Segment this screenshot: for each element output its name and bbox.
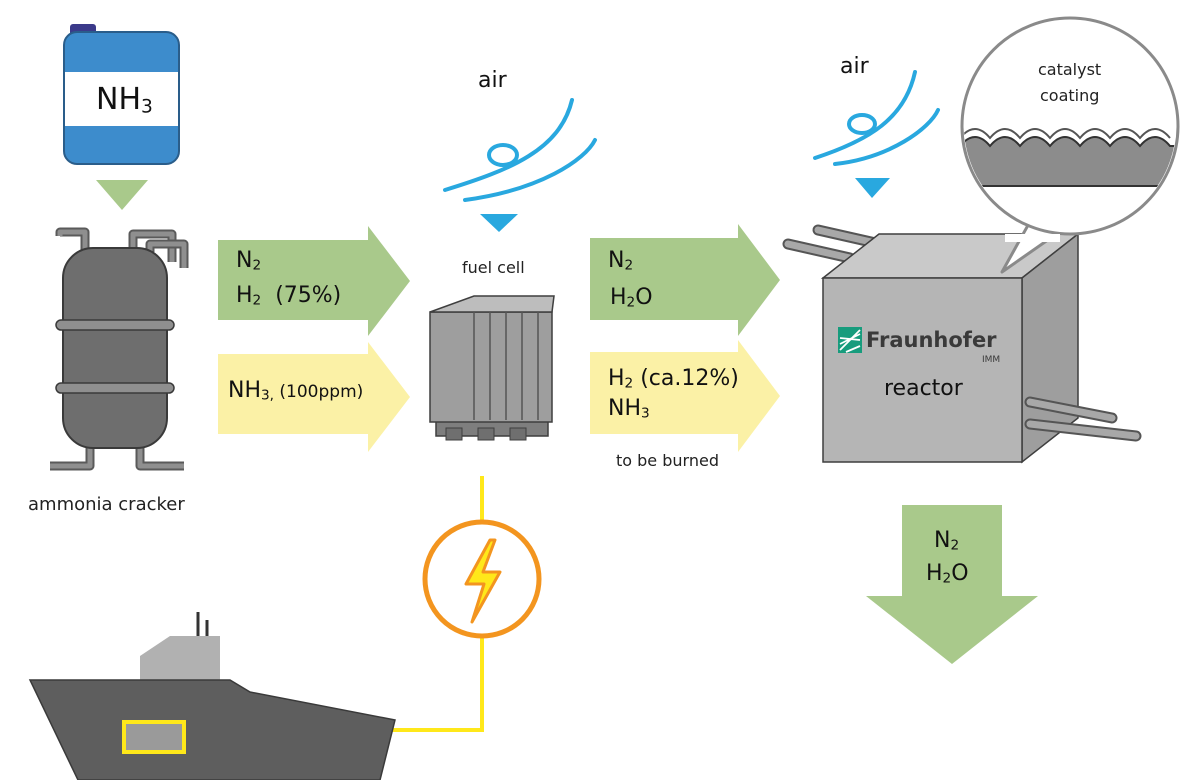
output-arrow [866,505,1038,664]
flow2-yellow-line1-main: H [608,366,625,391]
output-line2-rest: O [951,561,969,586]
reactor-box [782,224,1142,464]
output-line2-main: H [926,561,943,586]
catalyst-label-line1: catalyst [1038,60,1102,79]
flow2-green-line2-sub: 2 [626,294,636,311]
flow2-yellow-line1-sub: 2 [624,375,634,392]
flow1-green-arrow [218,226,410,336]
flow2-yellow-line2: NH3 [608,398,650,421]
flow2-green-line1-main: N [608,248,625,273]
flow1-green-line1: N2 [236,250,261,273]
flow1-yellow-arrow [218,342,410,452]
air-right-label: air [840,54,869,79]
flow1-yellow-sub: 3, [261,387,274,404]
flow2-yellow-line1-rest: (ca.12%) [633,366,739,391]
fuel-cell-label: fuel cell [462,258,525,277]
reactor-brand-sub: IMM [982,355,1001,365]
flow2-yellow-arrow [590,340,780,452]
flow2-green-line1: N2 [608,250,633,273]
lightning-icon [464,538,502,624]
flow1-green-line2-sub: 2 [252,292,262,309]
cracker-label: ammonia cracker [28,494,185,515]
output-line1: N2 [934,530,959,553]
output-line2: H2O [926,563,969,586]
reactor-brand: Fraunhofer [866,328,997,352]
flow2-green-line2: H2O [610,287,653,310]
air-swirl-left-icon [443,98,597,232]
catalyst-callout [960,16,1180,274]
output-line1-main: N [934,528,951,553]
flow2-green-line1-sub: 2 [624,257,634,274]
fuel-cell-stack [429,295,555,441]
flow1-green-line1-main: N [236,248,253,273]
flow1-yellow-main: NH [228,378,261,403]
flow2-green-line2-main: H [610,285,627,310]
tank-label-main: NH [96,82,141,117]
ship-icon [28,612,396,780]
flow1-green-line2: H2 (75%) [236,285,341,308]
reactor-label: reactor [884,376,963,401]
tank-label: NH3 [96,85,153,117]
flow1-yellow-label: NH3, (100ppm) [228,380,363,403]
tank-label-sub: 3 [141,96,153,118]
feed-arrow [96,180,148,210]
air-left-label: air [478,68,507,93]
flow2-green-arrow [590,224,780,336]
output-line1-sub: 2 [950,537,960,554]
flow1-green-line2-rest: (75%) [261,283,342,308]
flow1-green-line1-sub: 2 [252,257,262,274]
flow1-green-line2-main: H [236,283,253,308]
flow2-green-line2-rest: O [635,285,653,310]
flow2-yellow-line2-main: NH [608,396,641,421]
to-be-burned-label: to be burned [616,451,719,470]
flow2-yellow-line1: H2 (ca.12%) [608,368,739,391]
flow1-yellow-rest: (100ppm) [274,382,364,402]
fraunhofer-logo-icon [838,327,862,353]
air-swirl-right-icon [813,70,940,198]
ammonia-tank [63,24,180,165]
flow2-yellow-line2-sub: 3 [641,405,650,422]
ammonia-cracker [50,227,189,471]
output-line2-sub: 2 [942,570,952,587]
catalyst-label-line2: coating [1040,86,1100,105]
